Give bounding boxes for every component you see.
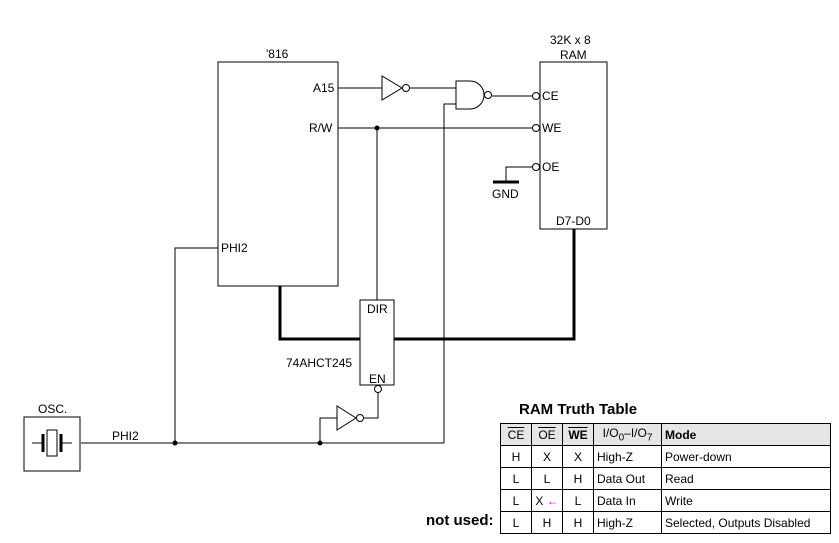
transceiver-chip xyxy=(359,299,395,386)
cell-mode: Selected, Outputs Disabled xyxy=(661,511,831,534)
cell-we: H xyxy=(562,467,594,490)
cell-we: X xyxy=(562,445,594,468)
cell-io: High-Z xyxy=(593,445,662,468)
cell-ce: H xyxy=(500,445,532,468)
cell-oe: X xyxy=(531,445,563,468)
ram-pin-data: D7-D0 xyxy=(556,214,591,228)
en-inverter-bubble xyxy=(356,414,364,422)
phi2-net-label: PHI2 xyxy=(112,429,139,443)
ram-pin-we: WE xyxy=(542,121,561,135)
phi2-to-cpu-wire xyxy=(174,247,218,443)
a15-inverter-bubble xyxy=(402,84,410,92)
transceiver-pin-en: EN xyxy=(369,372,386,386)
cell-ce: L xyxy=(500,489,532,512)
nand-bubble xyxy=(484,91,492,99)
oe-inversion-bubble xyxy=(532,163,540,171)
oscillator-label: OSC. xyxy=(38,402,67,416)
cell-mode: Power-down xyxy=(661,445,831,468)
truth-table: CE OE WE I/O0–I/O7 Mode H X X High-Z Pow… xyxy=(500,423,831,534)
truth-table-title: RAM Truth Table xyxy=(519,401,638,418)
en-inverter xyxy=(336,405,357,431)
inverter-to-en-wire xyxy=(364,393,379,419)
cell-we: L xyxy=(562,489,594,512)
cell-ce: L xyxy=(500,467,532,490)
not-used-label: not used: xyxy=(426,512,494,529)
transceiver-pin-dir: DIR xyxy=(367,302,388,316)
transceiver-label: 74AHCT245 xyxy=(286,356,352,370)
nand-gate xyxy=(455,80,485,110)
cpu-chip xyxy=(217,61,339,287)
header-io: I/O0–I/O7 xyxy=(593,423,662,446)
header-mode: Mode xyxy=(661,423,831,446)
gnd-label: GND xyxy=(492,187,519,201)
cell-mode: Read xyxy=(661,467,831,490)
cell-mode: Write xyxy=(661,489,831,512)
header-we: WE xyxy=(562,423,594,446)
cpu-pin-a15: A15 xyxy=(313,81,335,95)
cell-io: Data In xyxy=(593,489,662,512)
annotation-arrow-icon: ← xyxy=(546,493,559,508)
ram-label-size: 32K x 8 xyxy=(550,33,591,47)
ram-pin-ce: CE xyxy=(542,89,559,103)
cell-io: Data Out xyxy=(593,467,662,490)
phi2-junction-1 xyxy=(172,440,178,446)
cell-oe: X ← xyxy=(531,489,563,512)
table-row: H X X High-Z Power-down xyxy=(500,445,831,468)
en-inversion-bubble xyxy=(374,385,382,393)
table-row: L H H High-Z Selected, Outputs Disabled xyxy=(500,511,831,534)
table-row: L L H Data Out Read xyxy=(500,467,831,490)
oe-to-gnd-wire xyxy=(505,166,532,182)
a15-inverter xyxy=(381,75,403,101)
ram-data-bus xyxy=(394,229,576,341)
phi2-to-inverter-wire xyxy=(319,417,337,443)
cpu-label: '816 xyxy=(266,47,289,61)
cpu-data-bus xyxy=(278,286,360,341)
cell-oe: H xyxy=(531,511,563,534)
truth-table-header: CE OE WE I/O0–I/O7 Mode xyxy=(500,423,831,446)
cpu-pin-rw: R/W xyxy=(309,121,333,135)
ram-chip xyxy=(539,61,608,230)
cell-ce: L xyxy=(500,511,532,534)
header-oe: OE xyxy=(531,423,563,446)
header-ce: CE xyxy=(500,423,532,446)
cell-oe: L xyxy=(531,467,563,490)
we-inversion-bubble xyxy=(532,124,540,132)
ce-inversion-bubble xyxy=(532,92,540,100)
phi2-to-nand-wire xyxy=(443,103,456,443)
ram-label-type: RAM xyxy=(560,48,587,62)
cpu-pin-phi2: PHI2 xyxy=(221,241,248,255)
ram-pin-oe: OE xyxy=(542,160,559,174)
cell-we: H xyxy=(562,511,594,534)
crystal-icon xyxy=(32,429,72,457)
cell-io: High-Z xyxy=(593,511,662,534)
table-row: L X ← L Data In Write xyxy=(500,489,831,512)
